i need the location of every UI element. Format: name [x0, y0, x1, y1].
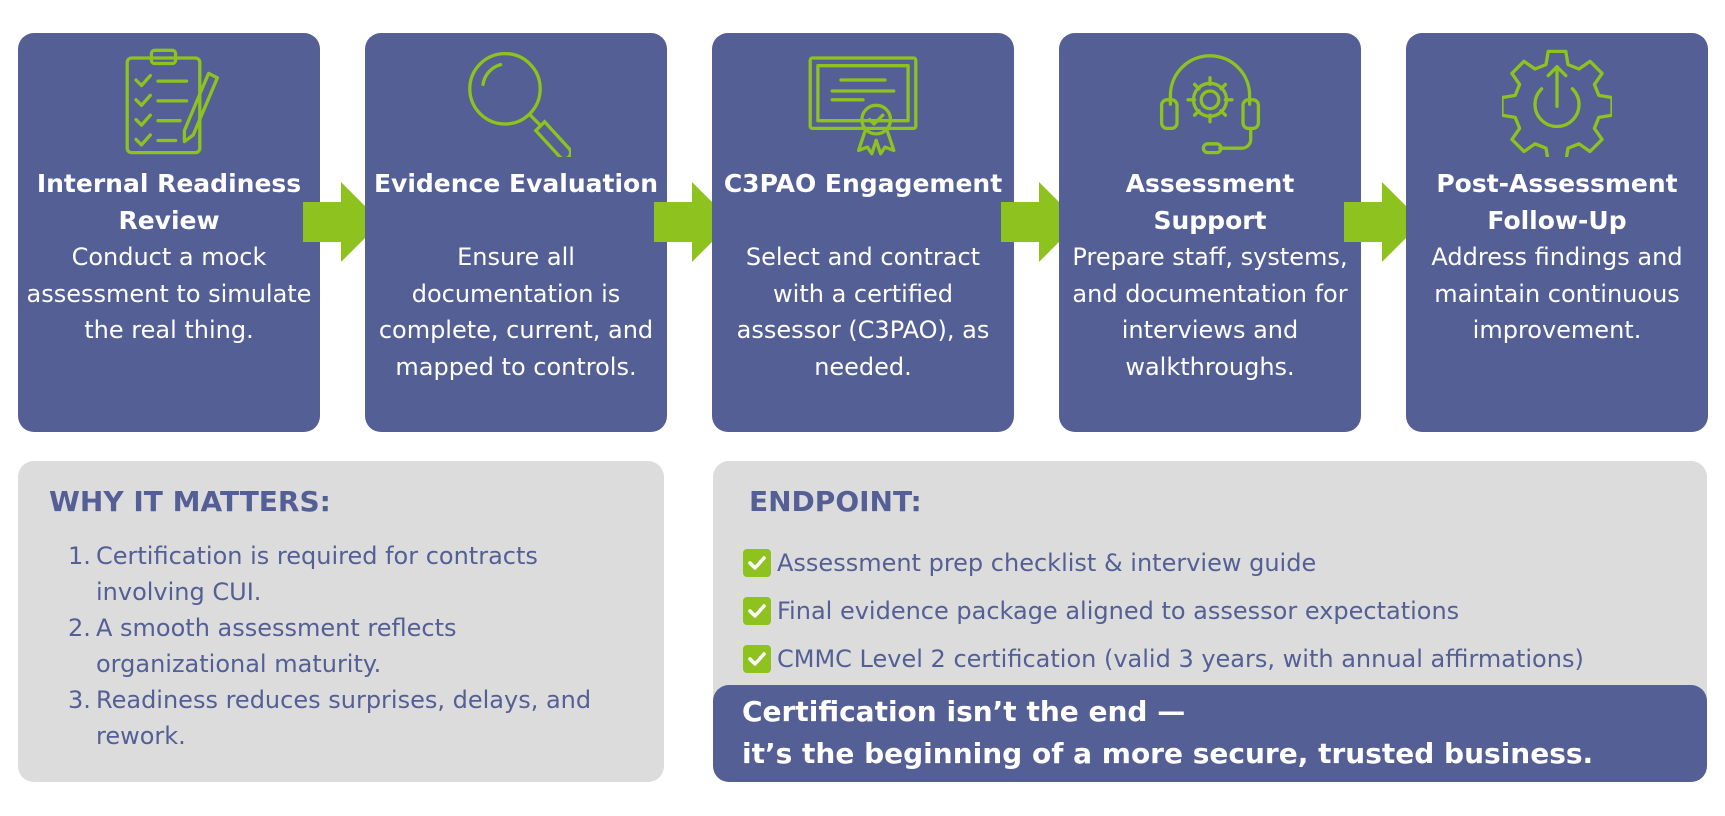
endpoint-list: Assessment prep checklist & interview gu… — [743, 539, 1584, 683]
list-text: Assessment prep checklist & interview gu… — [777, 549, 1317, 577]
list-item: 3. Readiness reduces surprises, delays, … — [68, 682, 628, 754]
checkbox-checked-icon — [743, 597, 771, 625]
list-item: 2. A smooth assessment reflects organiza… — [68, 610, 628, 682]
list-text: CMMC Level 2 certification (valid 3 year… — [777, 645, 1584, 673]
step-title: C3PAO Engagement — [723, 169, 1003, 198]
step-title: Assessment Support — [1125, 169, 1295, 235]
step-card-internal-readiness-review: Internal Readiness Review Conduct a mock… — [18, 33, 320, 432]
list-number: 2. — [68, 614, 91, 642]
step-title: Internal Readiness Review — [36, 169, 302, 235]
step-card-post-assessment-follow-up: Post-Assessment Follow-Up Address findin… — [1406, 33, 1708, 432]
step-description: Prepare staff, systems, and documentatio… — [1072, 243, 1348, 381]
list-item: Assessment prep checklist & interview gu… — [743, 539, 1584, 587]
why-heading: WHY IT MATTERS: — [49, 485, 331, 518]
arrow-right-icon — [1001, 182, 1079, 262]
closing-banner: Certification isn’t the end — it’s the b… — [713, 685, 1707, 782]
list-text: Readiness reduces surprises, delays, and… — [96, 686, 592, 750]
list-number: 1. — [68, 542, 91, 570]
step-title: Post-Assessment Follow-Up — [1436, 169, 1678, 235]
list-text: A smooth assessment reflects organizatio… — [96, 614, 457, 678]
arrow-right-icon — [1344, 182, 1422, 262]
step-card-evidence-evaluation: Evidence Evaluation Ensure all documenta… — [365, 33, 667, 432]
step-description: Select and contract with a certified ass… — [736, 243, 990, 381]
step-title: Evidence Evaluation — [373, 169, 659, 198]
step-card-c3pao-engagement: C3PAO Engagement Select and contract wit… — [712, 33, 1014, 432]
list-item: CMMC Level 2 certification (valid 3 year… — [743, 635, 1584, 683]
list-text: Certification is required for contracts … — [96, 542, 538, 606]
checkbox-checked-icon — [743, 645, 771, 673]
arrow-right-icon — [303, 182, 381, 262]
why-list: 1. Certification is required for contrac… — [68, 538, 628, 754]
list-item: 1. Certification is required for contrac… — [68, 538, 628, 610]
endpoint-heading: ENDPOINT: — [749, 485, 922, 518]
checkbox-checked-icon — [743, 549, 771, 577]
banner-line-2: it’s the beginning of a more secure, tru… — [742, 737, 1594, 770]
headset-gear-icon — [1159, 54, 1261, 155]
certificate-icon — [808, 56, 918, 156]
banner-line-1: Certification isn’t the end — — [742, 695, 1186, 728]
step-description: Address findings and maintain continuous… — [1431, 243, 1683, 344]
list-number: 3. — [68, 686, 91, 714]
list-text: Final evidence package aligned to assess… — [777, 597, 1460, 625]
step-description: Ensure all documentation is complete, cu… — [378, 243, 654, 381]
clipboard-checklist-icon — [125, 48, 220, 155]
magnifying-glass-icon — [468, 51, 571, 157]
gear-power-icon — [1502, 49, 1612, 157]
step-card-assessment-support: Assessment Support Prepare staff, system… — [1059, 33, 1361, 432]
arrow-right-icon — [654, 182, 732, 262]
why-it-matters-panel: WHY IT MATTERS: 1. Certification is requ… — [18, 461, 664, 782]
step-description: Conduct a mock assessment to simulate th… — [26, 243, 312, 344]
list-item: Final evidence package aligned to assess… — [743, 587, 1584, 635]
